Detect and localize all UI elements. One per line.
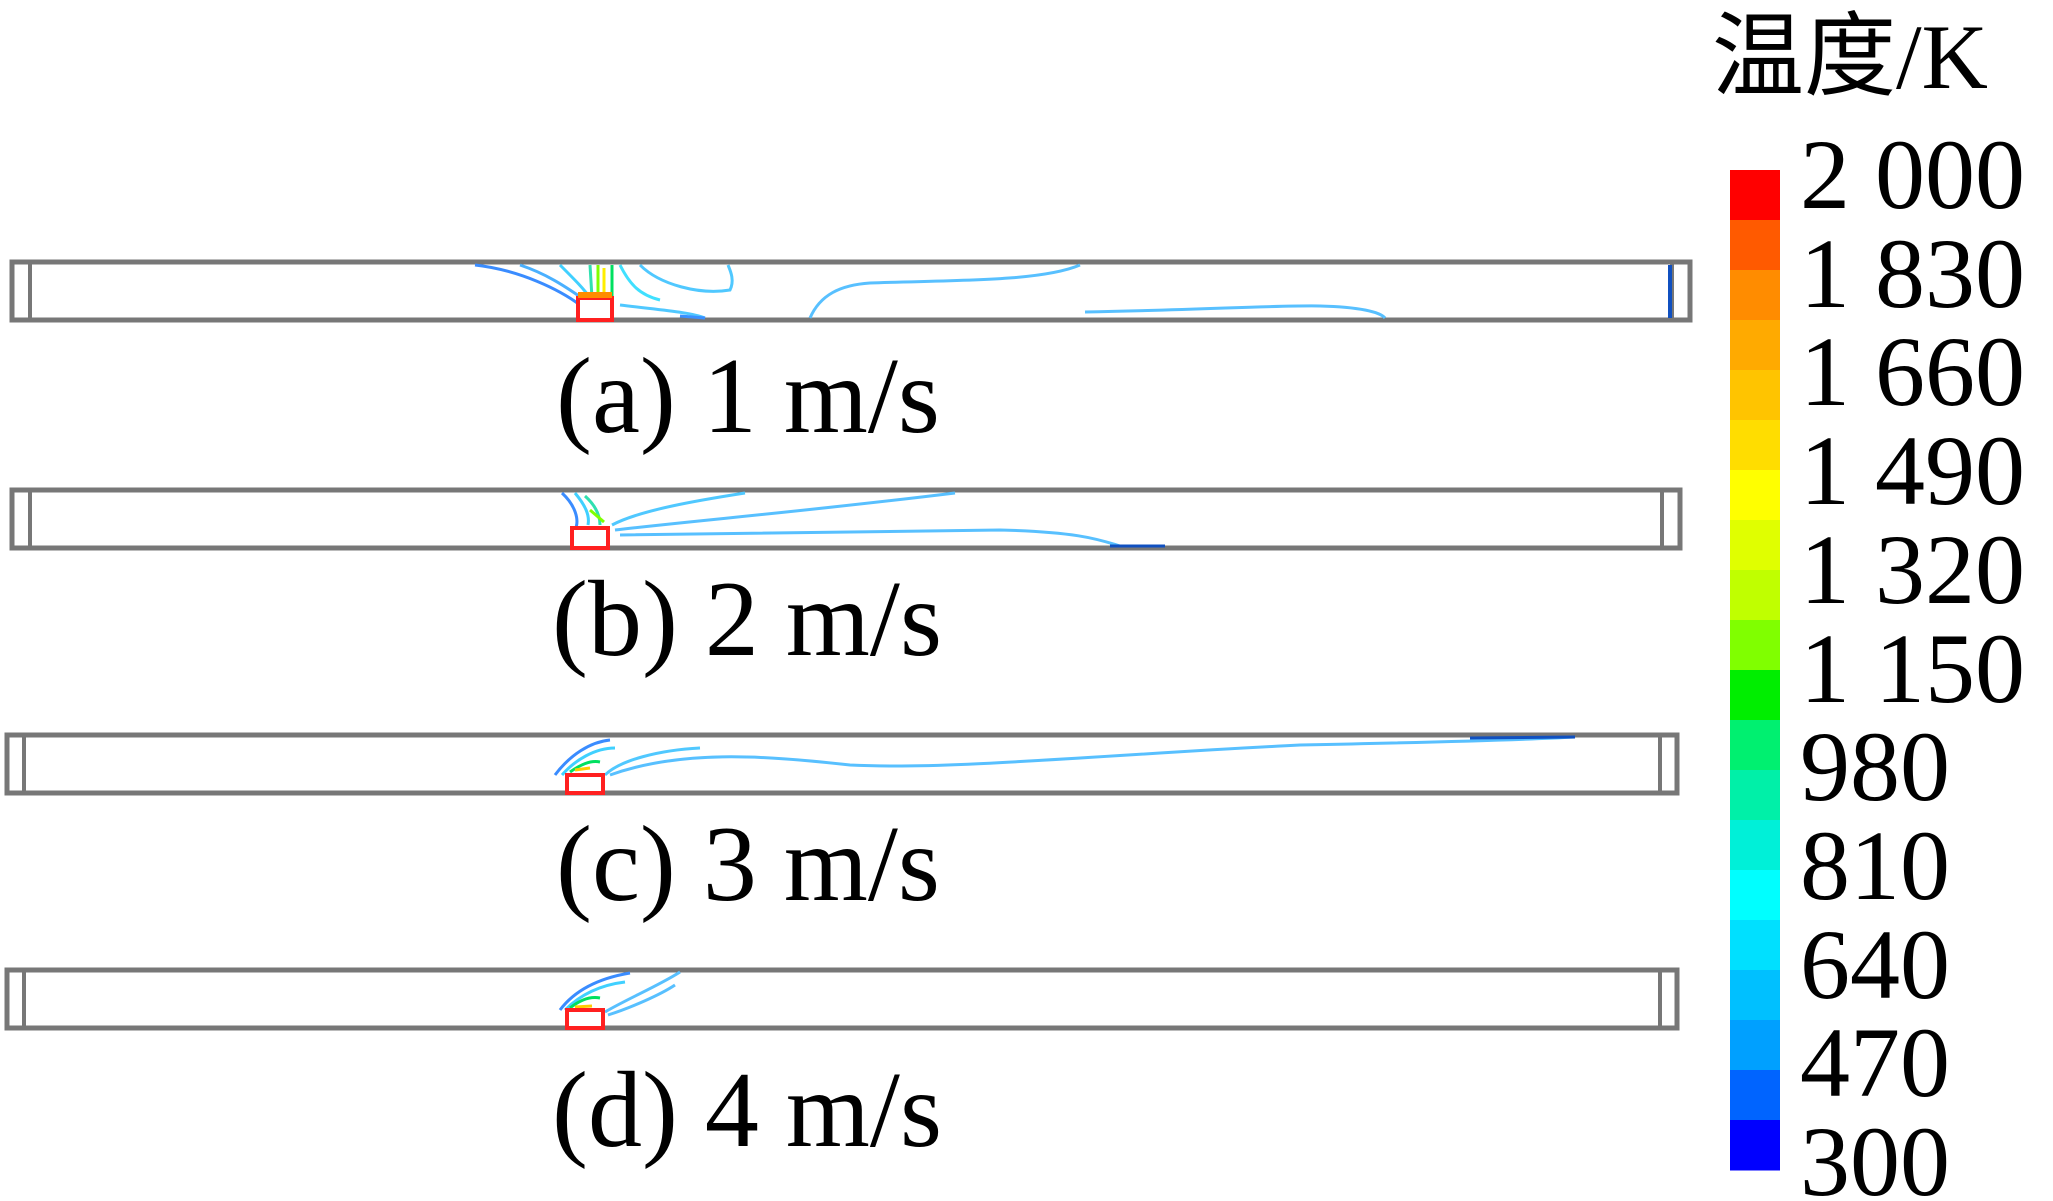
panel-d: (d) 4 m/s: [4, 967, 1680, 1170]
panel-b: (b) 2 m/s: [9, 487, 1683, 679]
tick-label: 1 830: [1800, 218, 2025, 329]
colorbar-band: [1730, 470, 1780, 521]
fire-source: [570, 526, 610, 550]
tunnel: [9, 259, 1693, 323]
colorbar-band: [1730, 870, 1780, 921]
fire-source: [576, 296, 614, 322]
colorbar-band: [1730, 270, 1780, 321]
colorbar-band: [1730, 370, 1780, 421]
colorbar-band: [1730, 170, 1780, 221]
colorbar-band: [1730, 820, 1780, 871]
tick-label: 2 000: [1800, 119, 2025, 230]
colorbar-band: [1730, 570, 1780, 621]
tick-label: 1 150: [1800, 613, 2025, 724]
colorbar-band: [1730, 970, 1780, 1021]
panel-c: (c) 3 m/s: [4, 732, 1680, 924]
colorbar-band: [1730, 220, 1780, 271]
fire-source: [565, 1008, 605, 1030]
colorbar-band: [1730, 770, 1780, 821]
tick-label: 1 660: [1800, 316, 2025, 427]
fire-source: [565, 773, 605, 795]
panel-label: (a) 1 m/s: [556, 337, 940, 456]
colorbar-band: [1730, 920, 1780, 971]
temperature-contours: [560, 491, 1165, 548]
panel-a: (a) 1 m/s: [9, 259, 1693, 456]
temperature-contours: [474, 263, 1672, 320]
colorbar-band: [1730, 620, 1780, 671]
tick-label: 640: [1800, 909, 1950, 1020]
colorbar-band: [1730, 520, 1780, 571]
colorbar-band: [1730, 1020, 1780, 1071]
panel-label: (d) 4 m/s: [552, 1051, 942, 1170]
colorbar-band: [1730, 720, 1780, 771]
colorbar-ticks: 2 000 1 830 1 660 1 490 1 320 1 150 980 …: [1800, 119, 2025, 1201]
tunnel: [9, 487, 1683, 551]
tunnel: [4, 967, 1680, 1031]
legend-title: 温度/K: [1712, 6, 1988, 108]
tick-label: 980: [1800, 711, 1950, 822]
temperature-contours: [558, 970, 681, 1017]
tick-label: 300: [1800, 1106, 1950, 1201]
colorbar-band: [1730, 670, 1780, 721]
colorbar-band: [1730, 1070, 1780, 1121]
panel-label: (c) 3 m/s: [556, 805, 940, 924]
temperature-contours: [553, 735, 1576, 777]
tick-label: 470: [1800, 1007, 1950, 1118]
tick-label: 810: [1800, 810, 1950, 921]
colorbar: [1730, 170, 1780, 1171]
colorbar-band: [1730, 420, 1780, 471]
panel-label: (b) 2 m/s: [552, 560, 942, 679]
tick-label: 1 320: [1800, 514, 2025, 625]
colorbar-band: [1730, 320, 1780, 371]
tick-label: 1 490: [1800, 415, 2025, 526]
colorbar-band: [1730, 1120, 1780, 1171]
